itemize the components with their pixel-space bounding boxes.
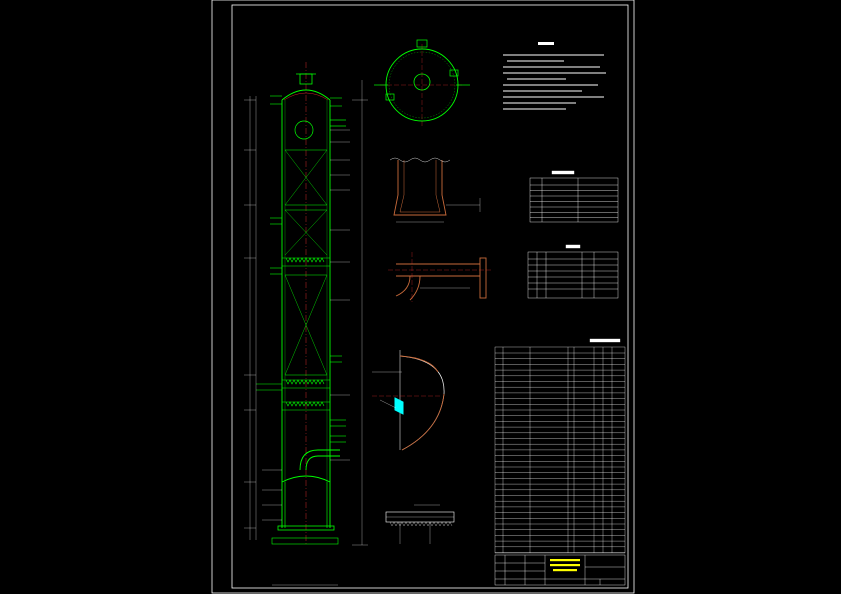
nozzle-table <box>527 244 619 299</box>
technical-requirements <box>503 42 606 110</box>
detail-head <box>372 350 445 451</box>
top-view <box>374 39 470 126</box>
inner-frame <box>231 4 629 589</box>
outer-frame <box>211 0 635 594</box>
tower-column <box>244 62 368 586</box>
design-parameter-table <box>529 170 619 223</box>
detail-section-1 <box>389 157 481 223</box>
parts-list <box>494 338 626 554</box>
title-block <box>494 554 626 586</box>
detail-inlet-pipe <box>388 252 492 302</box>
detail-distributor <box>385 504 455 544</box>
